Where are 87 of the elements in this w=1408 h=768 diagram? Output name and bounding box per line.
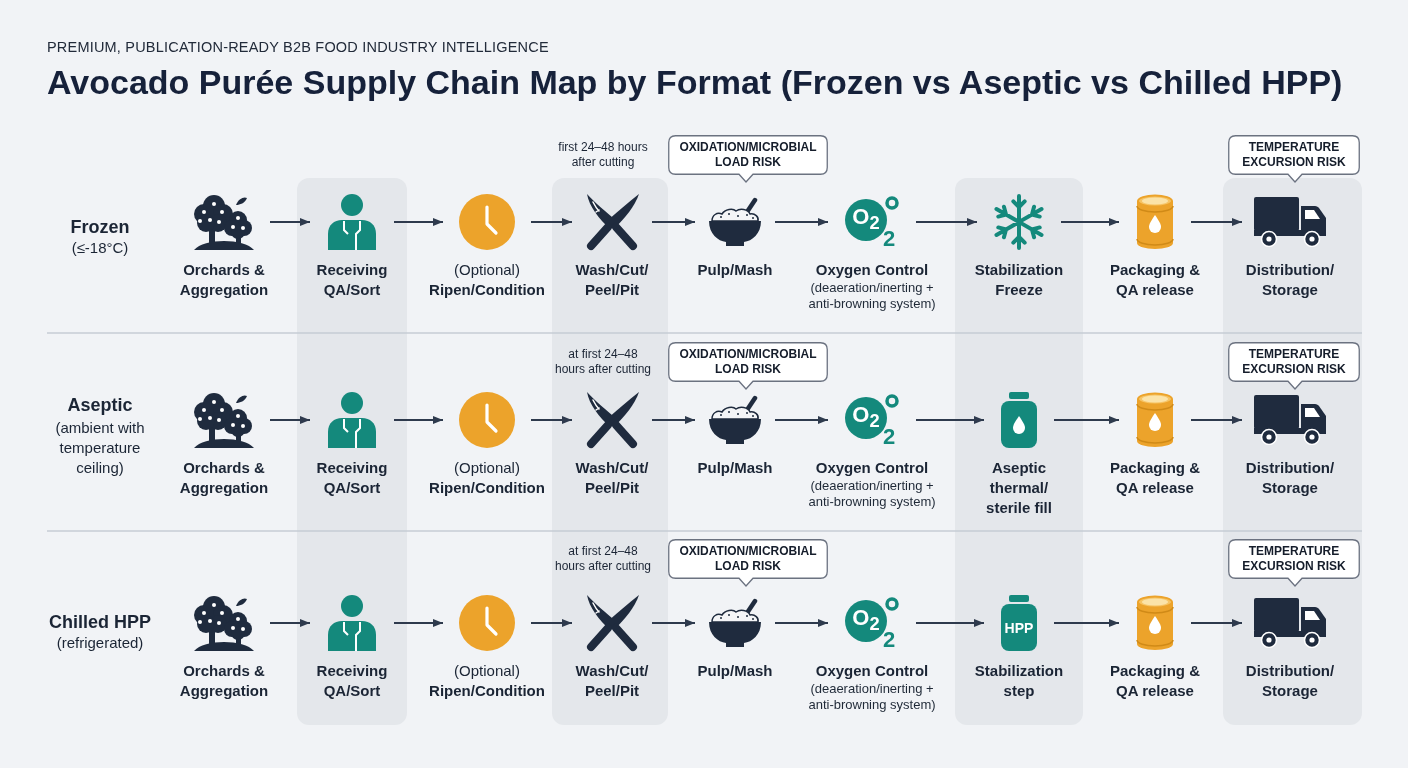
step-title: Aseptic thermal/ sterile fill	[985, 458, 1053, 518]
arrow	[530, 218, 573, 226]
arrow	[1190, 619, 1243, 627]
row-title: Aseptic	[67, 394, 133, 416]
step-title: Receiving QA/Sort	[315, 260, 389, 300]
step-title: Ripen/Condition	[429, 280, 545, 300]
arrow	[269, 416, 311, 424]
arrow	[651, 619, 696, 627]
callout-text: OXIDATION/MICROBIAL LOAD RISK	[678, 140, 818, 170]
formula-text: 2	[882, 628, 896, 652]
row-note: (≤-18°C)	[71, 238, 129, 258]
step-title: Packaging & QA release	[1109, 458, 1201, 498]
arrow	[269, 619, 311, 627]
callout-bubble	[1228, 342, 1360, 390]
arrow	[393, 218, 444, 226]
step-title: Wash/Cut/ Peel/Pit	[574, 260, 650, 300]
step-title: Stabilization Freeze	[973, 260, 1065, 300]
arrow	[1190, 218, 1243, 226]
step-title: Oxygen Control	[815, 661, 929, 681]
step-note: (Optional)	[454, 260, 520, 280]
callout-bubble	[668, 539, 828, 587]
step-note: (deaeration/inerting + anti-browning system)	[807, 280, 937, 312]
arrow	[774, 619, 829, 627]
step-title: Oxygen Control	[815, 458, 929, 478]
step-title: Orchards & Aggregation	[178, 260, 270, 300]
arrow	[530, 619, 573, 627]
arrow	[1053, 416, 1120, 424]
arrow	[915, 416, 985, 424]
row-title: Frozen	[70, 216, 130, 238]
callout-text: OXIDATION/MICROBIAL LOAD RISK	[678, 544, 818, 574]
row-title: Chilled HPP	[49, 611, 151, 633]
callout-text: OXIDATION/MICROBIAL LOAD RISK	[678, 347, 818, 377]
row-note: (ambient with temperature ceiling)	[54, 418, 146, 478]
arrow	[1060, 218, 1120, 226]
step-note: (Optional)	[454, 661, 520, 681]
note-text: first 24–48 hours after cutting	[557, 140, 649, 170]
step-title: Distribution/ Storage	[1244, 260, 1336, 300]
step-title: Ripen/Condition	[429, 478, 545, 498]
formula-text: 2	[882, 425, 896, 449]
step-title: Oxygen Control	[815, 260, 929, 280]
row-note: (refrigerated)	[56, 633, 144, 653]
step-title: Wash/Cut/ Peel/Pit	[574, 458, 650, 498]
arrow	[530, 416, 573, 424]
step-title: Distribution/ Storage	[1244, 458, 1336, 498]
step-title: Orchards & Aggregation	[178, 661, 270, 701]
kicker-text: PREMIUM, PUBLICATION-READY B2B FOOD INDUSTRY INTELLIGENCE	[47, 38, 549, 56]
arrow	[651, 218, 696, 226]
step-title: Distribution/ Storage	[1244, 661, 1336, 701]
step-title: Packaging & QA release	[1109, 260, 1201, 300]
callout-text: TEMPERATURE EXCURSION RISK	[1241, 544, 1347, 574]
step-note: (Optional)	[454, 458, 520, 478]
step-title: Stabilization step	[973, 661, 1065, 701]
arrow	[393, 416, 444, 424]
callout-bubble	[1228, 539, 1360, 587]
arrow	[915, 619, 985, 627]
note-text: at first 24–48 hours after cutting	[553, 347, 653, 377]
callout-bubble	[668, 342, 828, 390]
step-title: Receiving QA/Sort	[315, 661, 389, 701]
arrow	[915, 218, 978, 226]
step-title: Pulp/Mash	[697, 661, 773, 681]
callout-bubble	[1228, 135, 1360, 183]
bottle-text: HPP	[1004, 619, 1034, 636]
callout-text: TEMPERATURE EXCURSION RISK	[1241, 140, 1347, 170]
step-title: Ripen/Condition	[429, 681, 545, 701]
step-title: Wash/Cut/ Peel/Pit	[574, 661, 650, 701]
note-text: at first 24–48 hours after cutting	[553, 544, 653, 574]
title: Avocado Purée Supply Chain Map by Format (Frozen vs Aseptic vs Chilled HPP)	[47, 62, 1343, 102]
step-title: Receiving QA/Sort	[315, 458, 389, 498]
callout-text: TEMPERATURE EXCURSION RISK	[1241, 347, 1347, 377]
arrow	[774, 218, 829, 226]
step-title: Pulp/Mash	[697, 458, 773, 478]
step-title: Pulp/Mash	[697, 260, 773, 280]
step-title: Orchards & Aggregation	[178, 458, 270, 498]
arrow	[651, 416, 696, 424]
formula-text: 2	[882, 227, 896, 251]
arrow	[393, 619, 444, 627]
step-note: (deaeration/inerting + anti-browning system)	[807, 681, 937, 713]
formula-text: O$_{2}$	[852, 402, 880, 434]
step-title: Packaging & QA release	[1109, 661, 1201, 701]
arrow	[774, 416, 829, 424]
formula-text: O$_{2}$	[852, 204, 880, 236]
arrow	[1190, 416, 1243, 424]
arrow	[1053, 619, 1120, 627]
arrow	[269, 218, 311, 226]
step-note: (deaeration/inerting + anti-browning system)	[807, 478, 937, 510]
formula-text: O$_{2}$	[852, 605, 880, 637]
callout-bubble	[668, 135, 828, 183]
